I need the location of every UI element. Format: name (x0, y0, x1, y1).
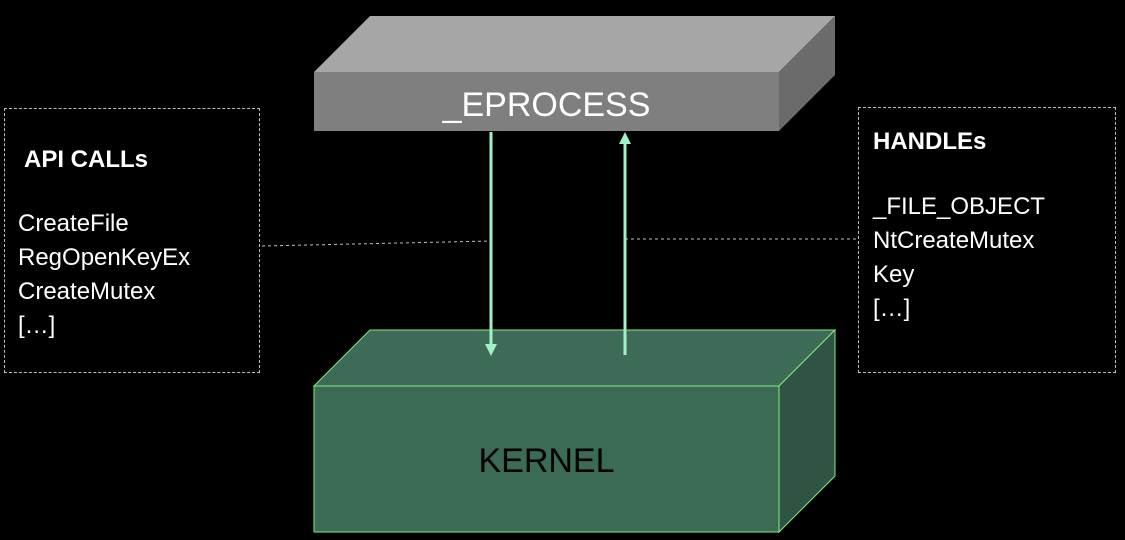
list-item: RegOpenKeyEx (18, 244, 191, 271)
handles-heading: HANDLEs (873, 128, 987, 155)
handles-list: _FILE_OBJECT NtCreateMutex Key […] (873, 190, 1045, 326)
list-item: […] (18, 312, 56, 339)
api-connector-line (261, 240, 492, 247)
eprocess-box-top (314, 16, 835, 72)
kernel-box-front (313, 385, 780, 533)
list-item: Key (873, 261, 915, 288)
list-item: _FILE_OBJECT (873, 193, 1046, 220)
list-item: CreateFile (18, 210, 129, 237)
kernel-label: KERNEL (478, 442, 615, 480)
api-calls-panel: API CALLs CreateFile RegOpenKeyEx Create… (4, 108, 260, 373)
eprocess-box-side (779, 16, 835, 131)
kernel-box-top (312, 329, 837, 387)
list-item: CreateMutex (18, 278, 156, 305)
kernel-box (312, 328, 837, 534)
list-item: […] (873, 295, 911, 322)
eprocess-box (314, 16, 835, 131)
handles-panel: HANDLEs _FILE_OBJECT NtCreateMutex Key [… (858, 107, 1116, 373)
eprocess-label: _EPROCESS (442, 86, 651, 124)
api-calls-list: CreateFile RegOpenKeyEx CreateMutex […] (18, 207, 190, 343)
api-calls-heading: API CALLs (24, 146, 149, 173)
arrow-up (619, 132, 631, 355)
eprocess-box-front (314, 72, 779, 131)
arrow-down (485, 132, 497, 356)
list-item: NtCreateMutex (873, 227, 1035, 254)
